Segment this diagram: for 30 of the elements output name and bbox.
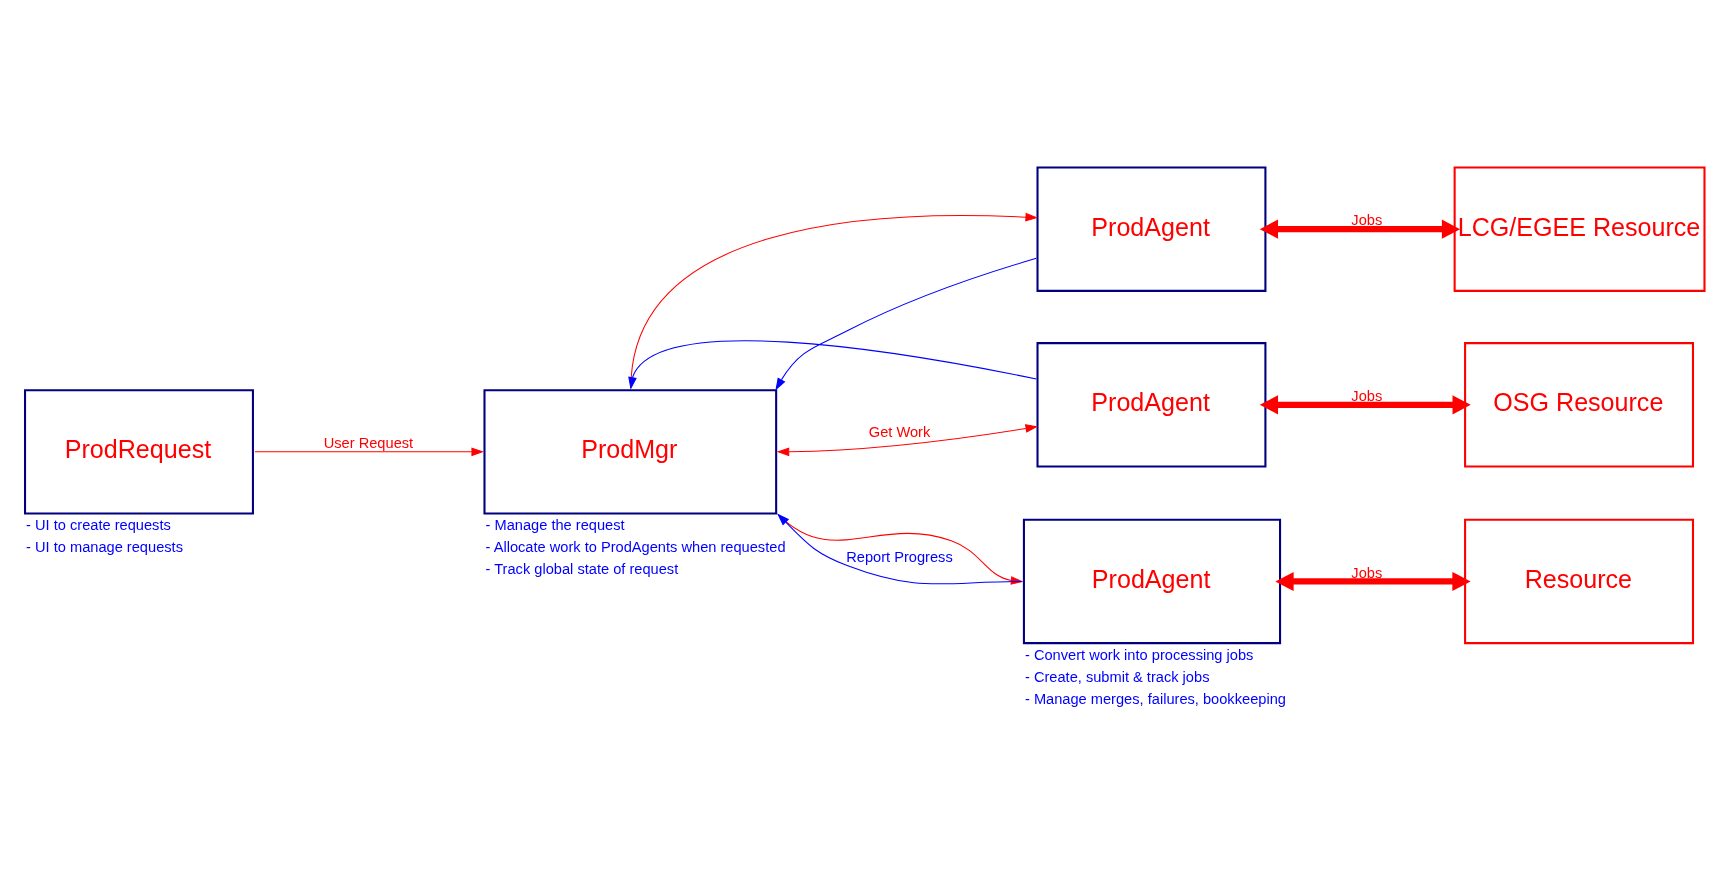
arrow bbox=[1259, 219, 1461, 239]
node-label: - Convert work into processing jobs bbox=[1024, 646, 1254, 663]
node-box: LCG/EGEE Resource bbox=[1453, 165, 1706, 292]
node-label: - Manage the request bbox=[485, 516, 625, 533]
arrow bbox=[776, 423, 1039, 456]
node-box: ProdAgent bbox=[1036, 165, 1267, 292]
node-label: - Allocate work to ProdAgents when requested bbox=[485, 538, 786, 555]
arrow bbox=[254, 446, 484, 456]
node-box: OSG Resource bbox=[1464, 341, 1695, 468]
node-label: - UI to create requests bbox=[26, 516, 171, 533]
node-box: ProdAgent bbox=[1036, 341, 1267, 468]
edge-label: Jobs bbox=[1351, 387, 1383, 404]
node-label: - UI to manage requests bbox=[26, 538, 183, 555]
node-label: - Track global state of request bbox=[485, 560, 679, 577]
edge-label: User Request bbox=[323, 434, 414, 451]
node-box: ProdAgent bbox=[1022, 518, 1282, 644]
node-label: - Create, submit & track jobs bbox=[1024, 668, 1210, 685]
node-label: - Manage merges, failures, bookkeeping bbox=[1024, 690, 1286, 707]
arrow bbox=[628, 339, 1037, 390]
edge-label: Jobs bbox=[1351, 211, 1383, 228]
edge-label: Get Work bbox=[868, 423, 931, 440]
arrow bbox=[775, 257, 1037, 390]
arrow bbox=[630, 212, 1038, 389]
node-box: ProdMgr bbox=[483, 388, 778, 515]
arrow bbox=[1275, 571, 1471, 591]
node-box: Resource bbox=[1464, 518, 1695, 644]
arrow bbox=[1259, 394, 1471, 414]
node-box: ProdRequest bbox=[24, 388, 254, 515]
edge-label: Jobs bbox=[1351, 564, 1383, 581]
edge-label: Report Progress bbox=[846, 548, 953, 565]
